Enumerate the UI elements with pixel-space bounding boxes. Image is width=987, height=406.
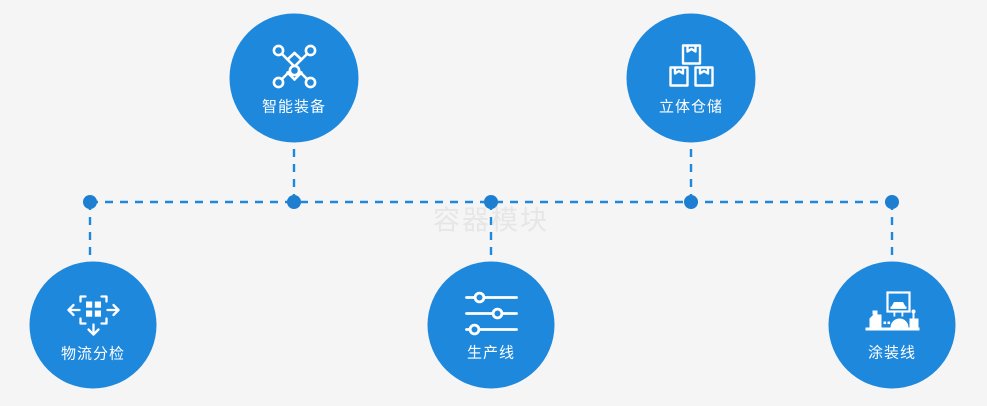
- sliders-icon: [464, 290, 518, 336]
- node-painting-line[interactable]: 涂装线: [828, 261, 956, 389]
- junction-dot[interactable]: [484, 195, 498, 209]
- node-production-line[interactable]: 生产线: [427, 261, 555, 389]
- junction-dot[interactable]: [287, 195, 301, 209]
- node-label: 智能装备: [261, 97, 326, 115]
- junction-dot[interactable]: [684, 195, 698, 209]
- junction-dot[interactable]: [885, 195, 899, 209]
- stacked-boxes-icon: [666, 42, 716, 90]
- sorting-arrows-icon: [66, 289, 120, 337]
- node-label: 生产线: [466, 343, 515, 361]
- node-smart-equipment[interactable]: 智能装备: [229, 13, 359, 143]
- node-stereoscopic-warehouse[interactable]: 立体仓储: [626, 13, 756, 143]
- node-label: 立体仓储: [658, 97, 723, 115]
- watermark-text: 容器模块: [433, 205, 549, 237]
- paint-booth-icon: [863, 290, 921, 336]
- node-label: 涂装线: [867, 343, 916, 361]
- node-label: 物流分检: [60, 344, 125, 362]
- node-logistics-sorting[interactable]: 物流分检: [29, 261, 157, 389]
- network-nodes-icon: [268, 42, 320, 90]
- junction-dot[interactable]: [83, 195, 97, 209]
